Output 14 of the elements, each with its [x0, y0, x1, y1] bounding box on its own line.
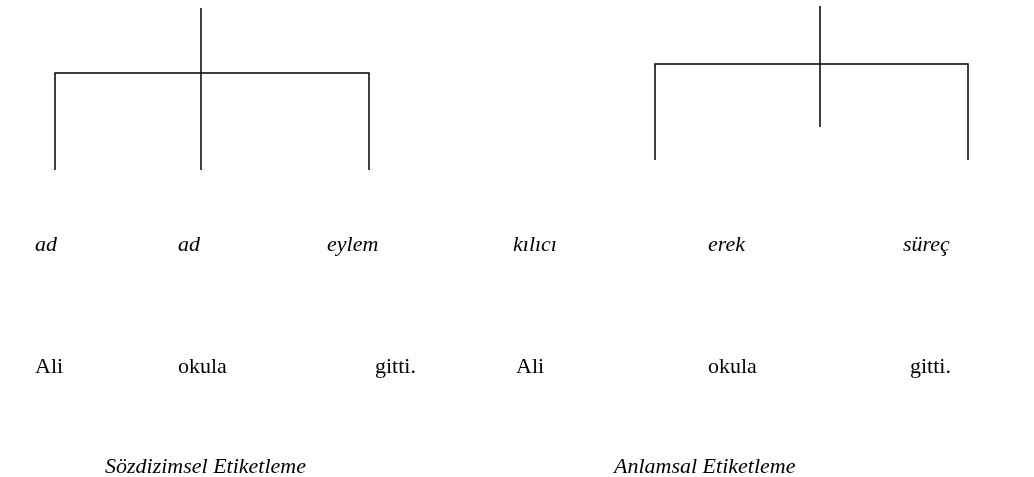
- word-label: okula: [178, 353, 227, 379]
- caption-text: Anlamsal Etiketleme: [614, 453, 796, 477]
- tag-label: erek: [708, 231, 746, 257]
- word-label: gitti.: [910, 353, 951, 379]
- tag-label: ad: [35, 231, 57, 257]
- tag-label: süreç: [903, 231, 950, 257]
- word-label: Ali: [35, 353, 64, 379]
- tag-label: kılıcı: [513, 231, 557, 257]
- caption-text: Sözdizimsel Etiketleme: [105, 453, 306, 477]
- tag-label: ad: [178, 231, 200, 257]
- word-label: Ali: [516, 353, 545, 379]
- word-label: gitti.: [375, 353, 416, 379]
- tag-label: eylem: [327, 231, 379, 257]
- word-label: okula: [708, 353, 757, 379]
